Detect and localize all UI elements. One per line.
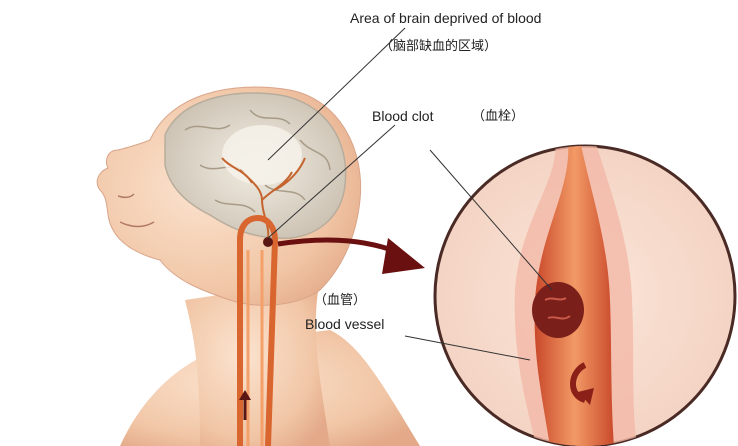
leader-lines — [267, 27, 553, 361]
label-blood-clot-cn: （血栓） — [472, 108, 525, 123]
label-area-deprived-cn: （脑部缺血的区域） — [380, 38, 498, 53]
pointer-arrow — [277, 237, 425, 274]
label-blood-vessel-en: Blood vessel — [305, 316, 385, 332]
label-area-deprived-en: Area of brain deprived of blood — [350, 10, 542, 26]
label-blood-vessel-cn: （血管） — [314, 292, 367, 307]
label-blood-clot-en: Blood clot — [372, 108, 434, 124]
magnified-vessel-view — [433, 144, 737, 446]
